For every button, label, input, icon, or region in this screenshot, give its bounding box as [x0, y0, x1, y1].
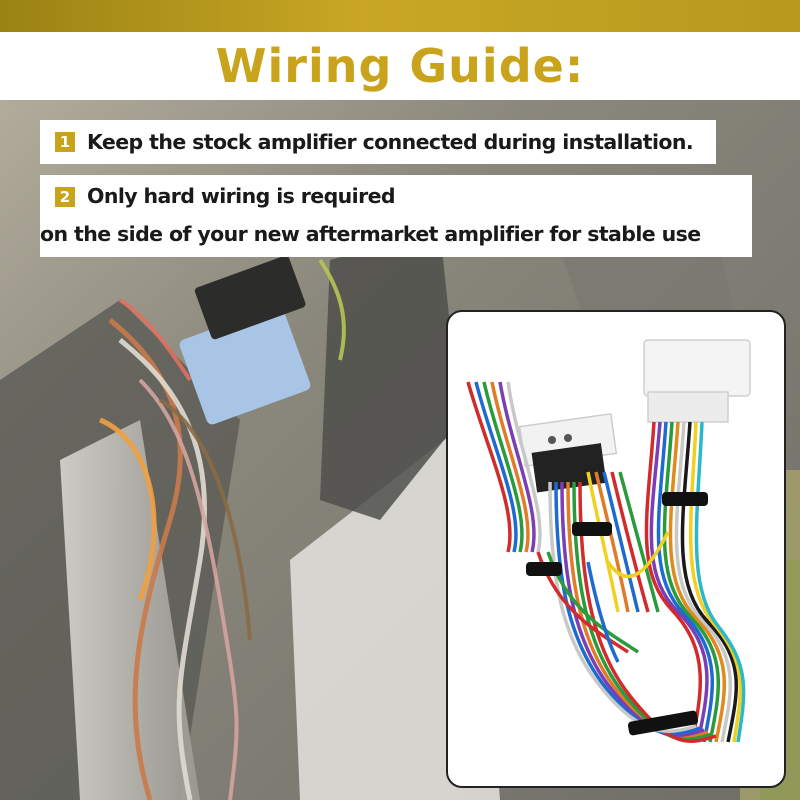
title-bar: Wiring Guide:: [0, 32, 800, 100]
step-1-text: Keep the stock amplifier connected durin…: [87, 130, 694, 154]
step-1-number-badge: 1: [55, 132, 75, 152]
product-image-card: [446, 310, 786, 788]
step-2-line-2: on the side of your new aftermarket ampl…: [40, 222, 701, 246]
page-title: Wiring Guide:: [215, 39, 585, 93]
step-1: 1 Keep the stock amplifier connected dur…: [40, 120, 716, 164]
wiring-harness-image: [466, 339, 751, 743]
step-2: 2 Only hard wiring is required on the si…: [40, 175, 752, 257]
step-2-text: Only hard wiring is required on the side…: [40, 177, 701, 253]
top-accent-band: [0, 0, 800, 32]
step-2-line-1: Only hard wiring is required: [87, 184, 396, 208]
step-2-number-badge: 2: [55, 187, 75, 207]
